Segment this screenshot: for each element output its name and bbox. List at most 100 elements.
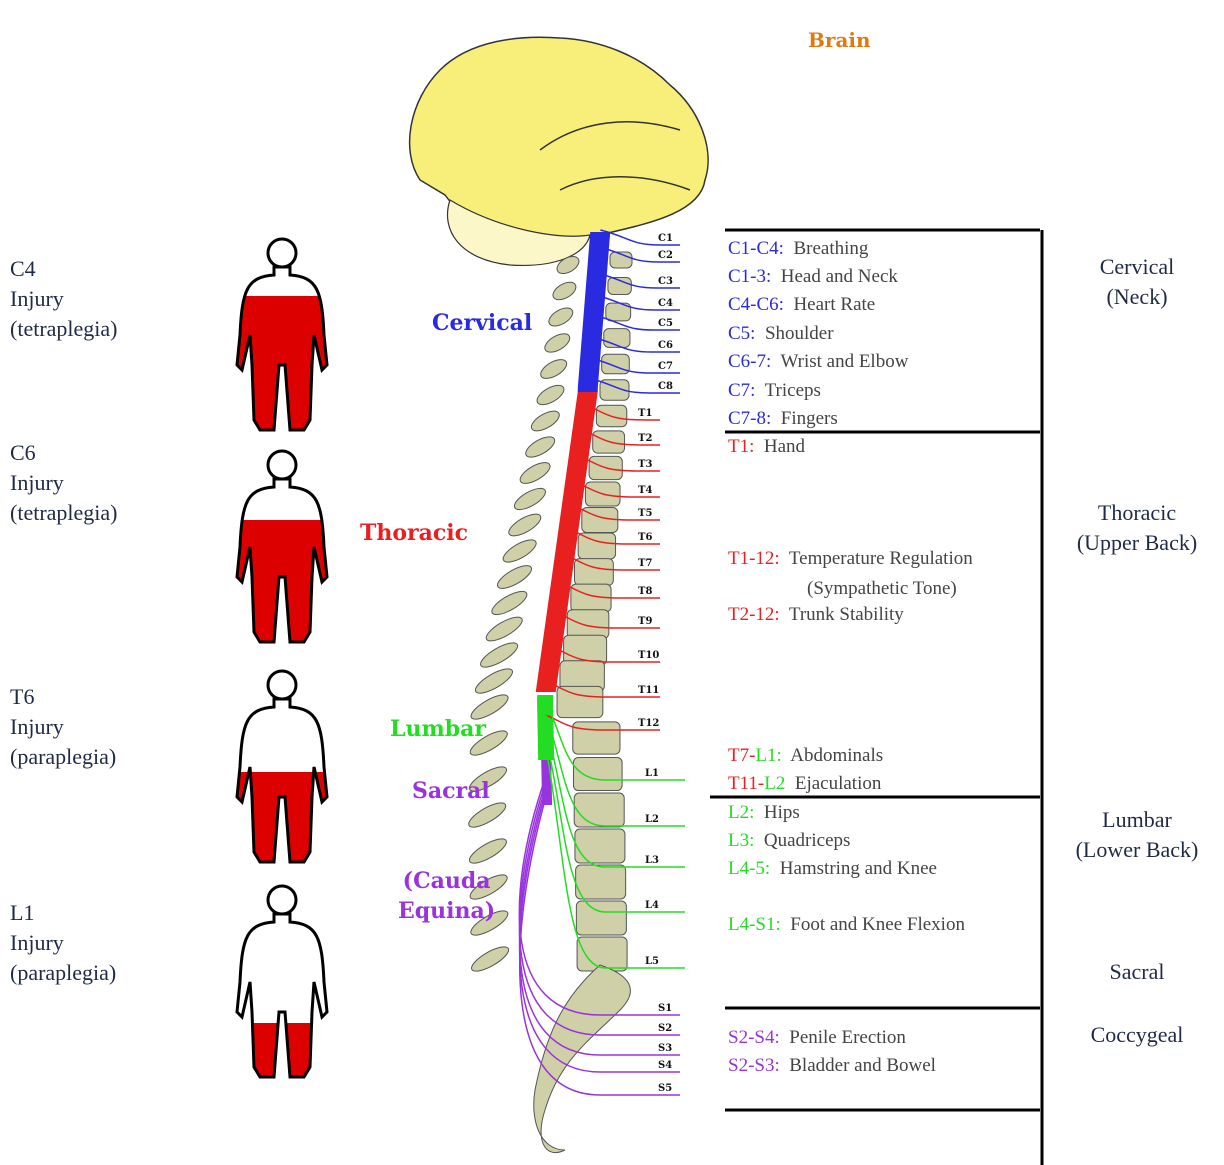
nerve-label: T12 <box>638 718 659 729</box>
function-row: S2-S4: Penile Erection <box>728 1027 906 1049</box>
spinous-process <box>517 459 553 488</box>
spinous-process <box>472 664 515 697</box>
function-description: Quadriceps <box>754 830 850 851</box>
function-row: C6-7: Wrist and Elbow <box>728 351 908 373</box>
function-code: L3: <box>728 830 754 851</box>
nerve-label: S2 <box>658 1023 672 1034</box>
figure-head <box>268 886 296 914</box>
function-description: Ejaculation <box>785 773 881 794</box>
nerve-label: C5 <box>658 318 673 329</box>
right-region-sacral: Sacral <box>1062 957 1212 987</box>
nerve-label: T10 <box>638 650 659 661</box>
function-description: Foot and Knee Flexion <box>781 914 965 935</box>
function-row: T2-12: Trunk Stability <box>728 604 904 626</box>
nerve-label: S3 <box>658 1043 672 1054</box>
vertebra-body <box>573 757 622 790</box>
spinous-process <box>546 304 576 329</box>
spinous-process <box>534 381 567 408</box>
injury-c4-label: C4 Injury (tetraplegia) <box>10 254 118 344</box>
nerve-label: S1 <box>658 1003 672 1014</box>
spinous-process <box>500 536 539 567</box>
lumbar-region-label: Lumbar <box>390 714 486 744</box>
nerve-label: T1 <box>638 408 652 419</box>
body-figure-2 <box>237 671 327 862</box>
function-description: Hips <box>754 802 799 823</box>
function-description: Hand <box>754 436 805 457</box>
spinous-process <box>506 510 544 540</box>
nerve-label: C2 <box>658 250 673 261</box>
figure-head <box>268 671 296 699</box>
function-description: Abdominals <box>782 745 883 766</box>
nerve-label: C6 <box>658 340 673 351</box>
sacral-region-label: Sacral <box>412 776 490 806</box>
function-row: C4-C6: Heart Rate <box>728 294 875 316</box>
body-figure-1 <box>237 451 327 642</box>
body-figure-3 <box>237 886 327 1077</box>
cervical-region-label: Cervical <box>432 308 532 338</box>
function-description: Hamstring and Knee <box>770 858 937 879</box>
function-code: C7: <box>728 380 755 401</box>
function-row: C1-3: Head and Neck <box>728 266 898 288</box>
function-description: Head and Neck <box>771 266 898 287</box>
function-description: Heart Rate <box>784 294 875 315</box>
brain <box>410 37 708 265</box>
spinous-process <box>489 587 530 619</box>
body-figures <box>237 239 327 1077</box>
nerve-label: T3 <box>638 459 652 470</box>
nerve-label: T7 <box>638 558 652 569</box>
nerve-label: L5 <box>645 956 659 967</box>
nerve-label: C3 <box>658 276 673 287</box>
nerve-label: T9 <box>638 616 652 627</box>
spinous-process <box>523 433 558 461</box>
spinous-process <box>494 561 534 592</box>
injury-t6-label: T6 Injury (paraplegia) <box>10 682 116 772</box>
function-code: T7- <box>728 745 755 766</box>
thoracic-region-label: Thoracic <box>360 518 468 548</box>
function-code: T11- <box>728 773 764 794</box>
figure-head <box>268 451 296 479</box>
vertebra-body <box>578 533 615 559</box>
nerve-label: C1 <box>658 233 673 244</box>
function-description: Shoulder <box>755 323 833 344</box>
function-description: Temperature Regulation <box>780 548 973 569</box>
spinous-process <box>542 330 573 356</box>
function-code: L2: <box>728 802 754 823</box>
right-region-lumbar: Lumbar (Lower Back) <box>1062 805 1212 865</box>
nerve-label: L4 <box>645 900 659 911</box>
spinous-process <box>483 613 525 646</box>
function-row: L2: Hips <box>728 802 800 824</box>
right-region-coccygeal: Coccygeal <box>1062 1020 1212 1050</box>
nerve-root-labels: C1C2C3C4C5C6C7C8T1T2T3T4T5T6T7T8T9T10T11… <box>638 233 673 1094</box>
body-figure-0 <box>237 239 327 430</box>
function-code: C1-3: <box>728 266 771 287</box>
function-row: S2-S3: Bladder and Bowel <box>728 1055 936 1077</box>
nerve-label: T2 <box>638 433 652 444</box>
spinous-process <box>466 834 509 867</box>
function-row: C5: Shoulder <box>728 323 834 345</box>
function-code: C5: <box>728 323 755 344</box>
brain-label: Brain <box>808 28 871 52</box>
function-code: L2 <box>764 773 785 794</box>
nerve-label: T6 <box>638 532 652 543</box>
right-region-cervical: Cervical (Neck) <box>1062 252 1212 312</box>
function-code: L4-S1: <box>728 914 781 935</box>
function-code: C7-8: <box>728 408 771 429</box>
injury-l1-label: L1 Injury (paraplegia) <box>10 898 116 988</box>
function-description: Trunk Stability <box>780 604 904 625</box>
right-region-thoracic: Thoracic (Upper Back) <box>1062 498 1212 558</box>
nerve-label: T4 <box>638 485 652 496</box>
nerve-label: L1 <box>645 768 659 779</box>
function-code: C4-C6: <box>728 294 784 315</box>
function-code: L1: <box>755 745 781 766</box>
function-row: T11-L2 Ejaculation <box>728 773 881 795</box>
cauda-equina-label: (Cauda Equina) <box>398 866 495 926</box>
nerve-label: T5 <box>638 508 652 519</box>
function-description: Fingers <box>771 408 838 429</box>
spinous-process <box>528 407 562 435</box>
nerve-label: T11 <box>638 685 659 696</box>
function-code: S2-S4: <box>728 1027 780 1048</box>
nerve-label: C4 <box>658 298 673 309</box>
vertebra-body <box>574 793 624 827</box>
vertebra-body <box>602 354 630 374</box>
